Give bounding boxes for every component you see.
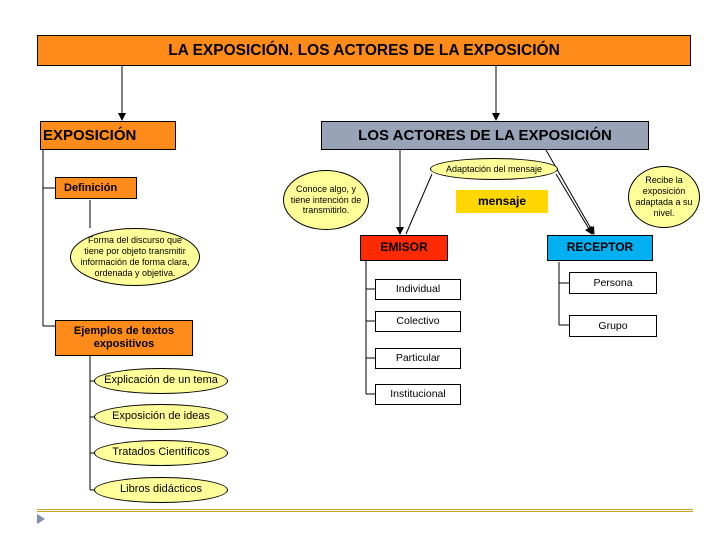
slide-bullet-icon	[37, 514, 45, 524]
emisor-tipo-institucional: Institucional	[375, 384, 461, 405]
conoce-oval: Conoce algo, y tiene intención de transm…	[283, 170, 369, 230]
exposicion-header: EXPOSICIÓN	[40, 121, 176, 150]
emisor-box: EMISOR	[360, 235, 448, 261]
mensaje-box: mensaje	[456, 190, 548, 213]
actores-header: LOS ACTORES DE LA EXPOSICIÓN	[321, 121, 649, 150]
recibe-oval: Recibe la exposición adaptada a su nivel…	[628, 166, 700, 228]
ejemplo-oval-4: Libros didácticos	[94, 477, 228, 503]
emisor-tipo-particular: Particular	[375, 348, 461, 369]
receptor-tipo-grupo: Grupo	[569, 315, 657, 337]
emisor-tipo-individual: Individual	[375, 279, 461, 300]
ejemplo-oval-1: Explicación de un tema	[94, 368, 228, 394]
footer-rule-2	[37, 511, 693, 512]
ejemplos-box: Ejemplos de textos expositivos	[55, 320, 193, 356]
definicion-oval: Forma del discurso que tiene por objeto …	[70, 228, 200, 286]
emisor-tipo-colectivo: Colectivo	[375, 311, 461, 332]
receptor-tipo-persona: Persona	[569, 272, 657, 294]
ejemplo-oval-3: Tratados Científicos	[94, 440, 228, 466]
ejemplo-oval-2: Exposición de ideas	[94, 404, 228, 430]
footer-rule	[37, 509, 693, 510]
receptor-box: RECEPTOR	[547, 235, 653, 261]
title-box: LA EXPOSICIÓN. LOS ACTORES DE LA EXPOSIC…	[37, 35, 691, 66]
adaptacion-oval: Adaptación del mensaje	[430, 158, 558, 180]
definicion-box: Definición	[55, 177, 137, 199]
